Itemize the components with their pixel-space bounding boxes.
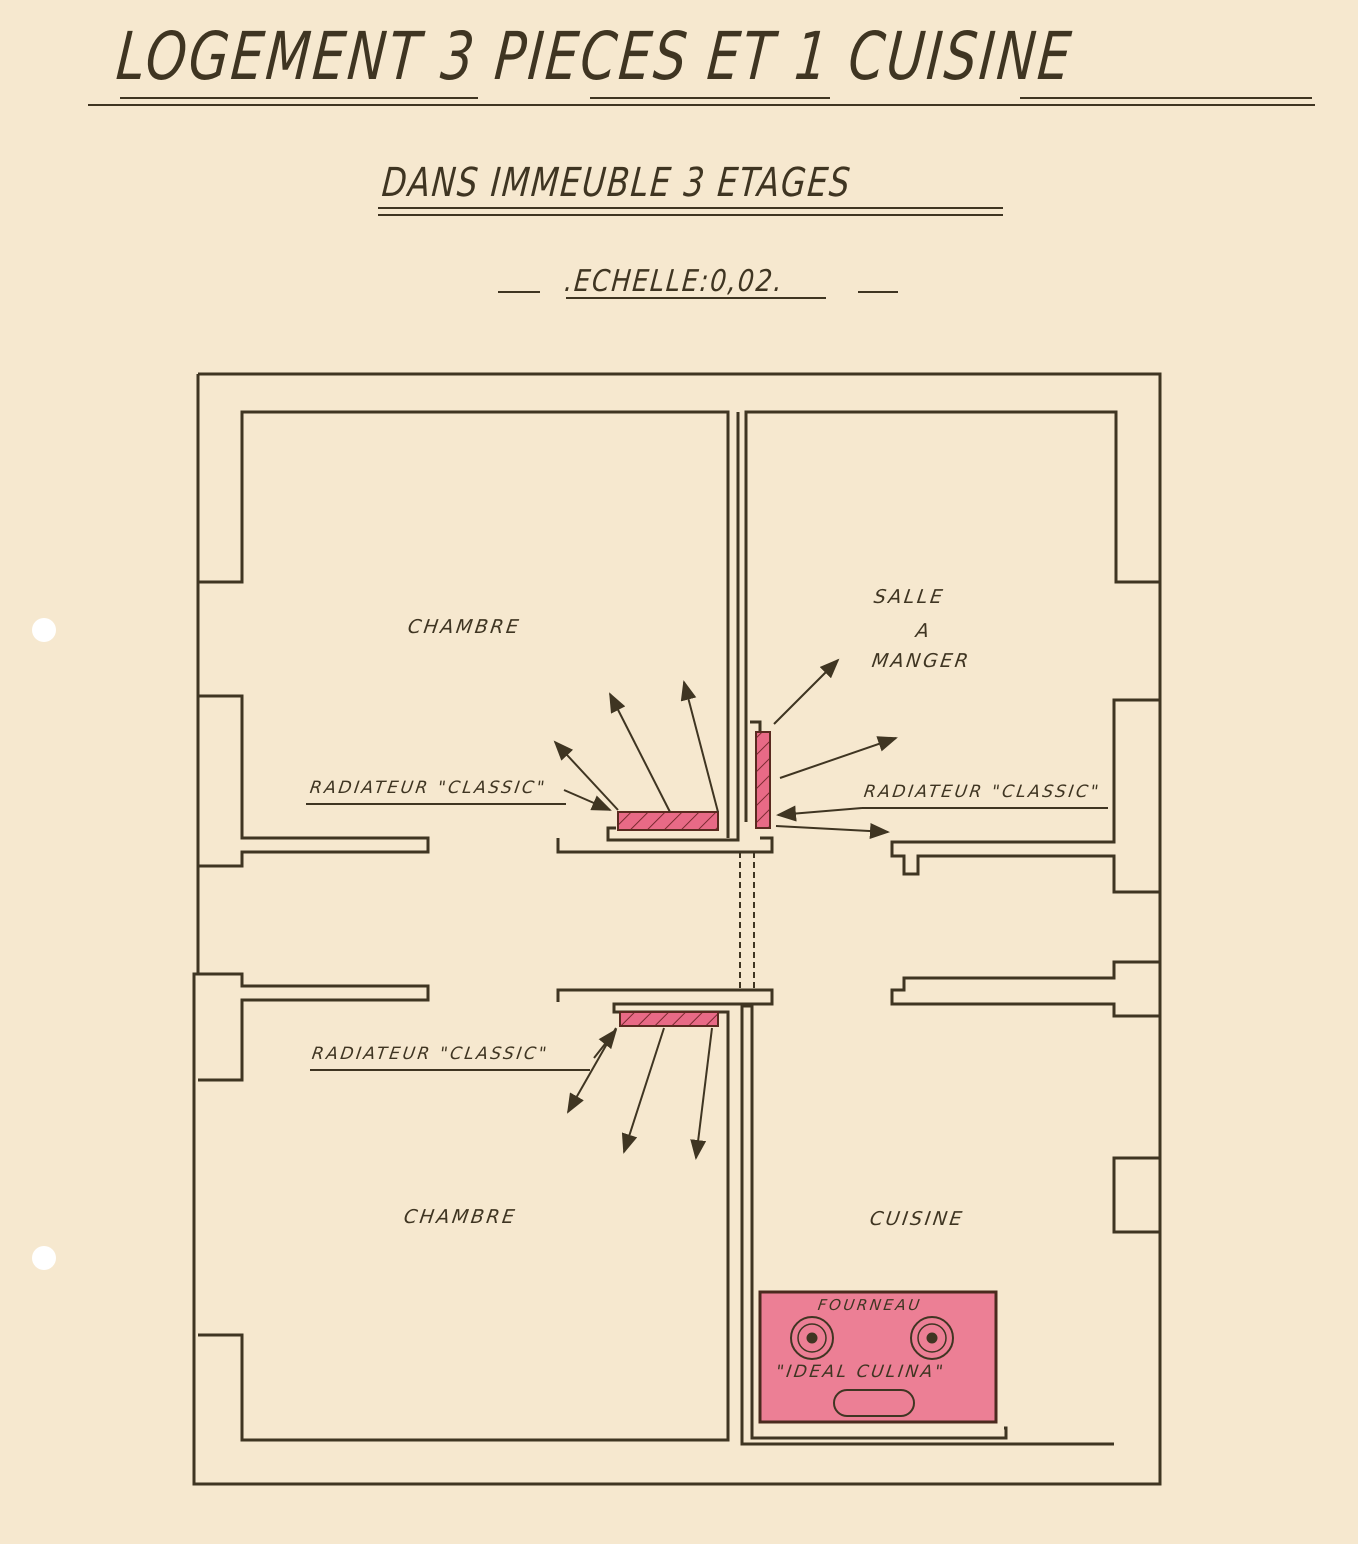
room-label-a: A [914, 620, 934, 642]
room-label-cuisine: CUISINE [868, 1208, 966, 1230]
stove-label-ideal-culina: "IDEAL CULINA" [774, 1362, 947, 1382]
radiator-label: RADIATEUR "CLASSIC" [310, 1044, 551, 1064]
room-label-manger: MANGER [870, 650, 973, 672]
title-underlines [88, 97, 1315, 299]
room-label-chambre-top: CHAMBRE [406, 616, 523, 638]
punch-hole [32, 1246, 56, 1270]
radiator-bottom-left [619, 1011, 719, 1027]
radiator-top-left [617, 811, 719, 831]
room-label-salle: SALLE [872, 586, 947, 608]
punch-hole [32, 618, 56, 642]
walls [192, 372, 1162, 1486]
radiator-label: RADIATEUR "CLASSIC" [862, 782, 1103, 802]
stove [758, 1290, 998, 1424]
radiator-label: RADIATEUR "CLASSIC" [308, 778, 549, 798]
label-underlines [306, 803, 1108, 1071]
stove-label-fourneau: FOURNEAU [816, 1296, 924, 1314]
room-label-chambre-bottom: CHAMBRE [402, 1206, 519, 1228]
heat-arrows [553, 658, 898, 1160]
radiator-top-right [755, 731, 771, 829]
